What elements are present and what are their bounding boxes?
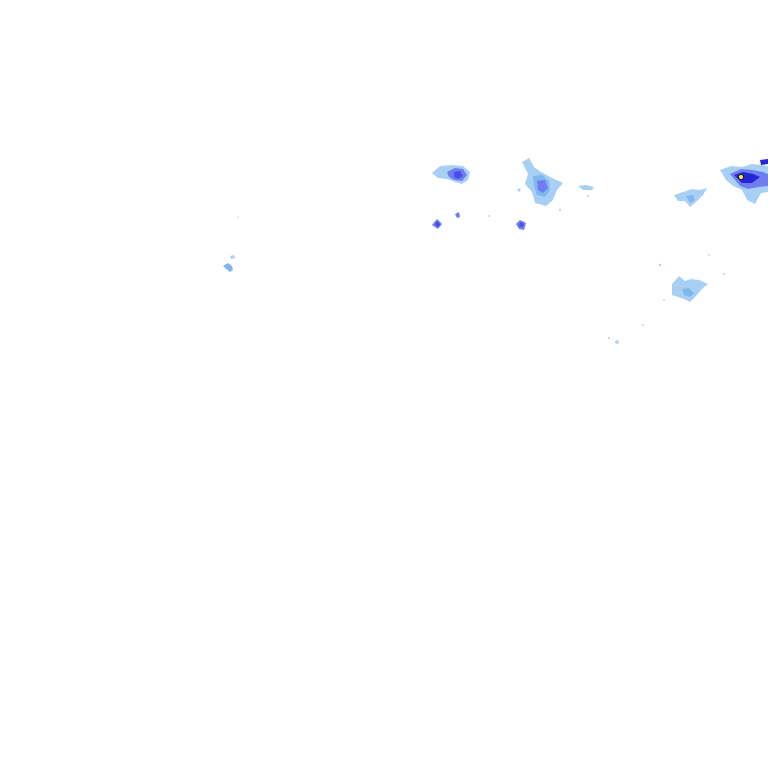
precip-speckles (237, 188, 725, 344)
precip-cell-f (432, 212, 460, 229)
precip-cell-d (674, 188, 707, 207)
precip-cell-g (516, 220, 526, 230)
precip-cell-e (672, 276, 708, 302)
precip-cell-c (720, 159, 768, 204)
precip-cell-h (223, 255, 235, 272)
precip-cell-a (432, 165, 470, 184)
intense-core (737, 173, 745, 181)
precip-cell-b (522, 158, 594, 206)
